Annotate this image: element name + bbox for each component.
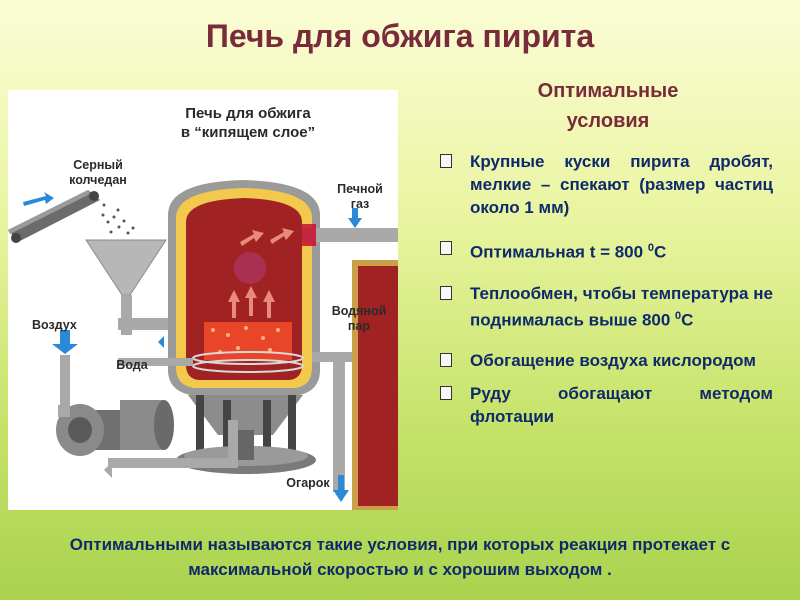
label-furnace-gas: Печной газ bbox=[337, 182, 383, 211]
label-water: Вода bbox=[116, 358, 148, 372]
definition-footer: Оптимальными называются такие условия, п… bbox=[69, 535, 731, 579]
condition-item: Оптимальная t = 800 0C bbox=[438, 237, 773, 264]
condition-item: Крупные куски пирита дробят, мелкие – сп… bbox=[438, 150, 773, 219]
conditions-list: Крупные куски пирита дробят, мелкие – сп… bbox=[438, 150, 773, 428]
furnace-diagram: Печь для обжига в “кипящем слое” Серный … bbox=[8, 90, 398, 510]
conditions-heading: Оптимальные условия bbox=[537, 80, 679, 132]
label-cinder: Огарок bbox=[286, 476, 330, 490]
label-steam: Водяной пар bbox=[331, 304, 387, 333]
bullet-box-icon bbox=[440, 241, 452, 255]
label-air: Воздух bbox=[32, 318, 77, 332]
bullet-box-icon bbox=[440, 353, 452, 368]
label-pyrite: Серный колчедан bbox=[69, 158, 127, 187]
condition-item: Руду обогащают методом флотации bbox=[438, 382, 773, 428]
slide-title: Печь для обжига пирита bbox=[205, 18, 595, 54]
diagram-title: Печь для обжига в “кипящем слое” bbox=[180, 105, 316, 141]
bullet-box-icon bbox=[440, 386, 452, 401]
condition-item: Теплообмен, чтобы температура не поднима… bbox=[438, 282, 773, 332]
furnace-illustration bbox=[8, 180, 398, 510]
condition-item: Обогащение воздуха кислородом bbox=[438, 349, 773, 372]
bullet-box-icon bbox=[440, 154, 452, 168]
conveyor-belt bbox=[8, 190, 135, 243]
bullet-box-icon bbox=[440, 285, 452, 300]
